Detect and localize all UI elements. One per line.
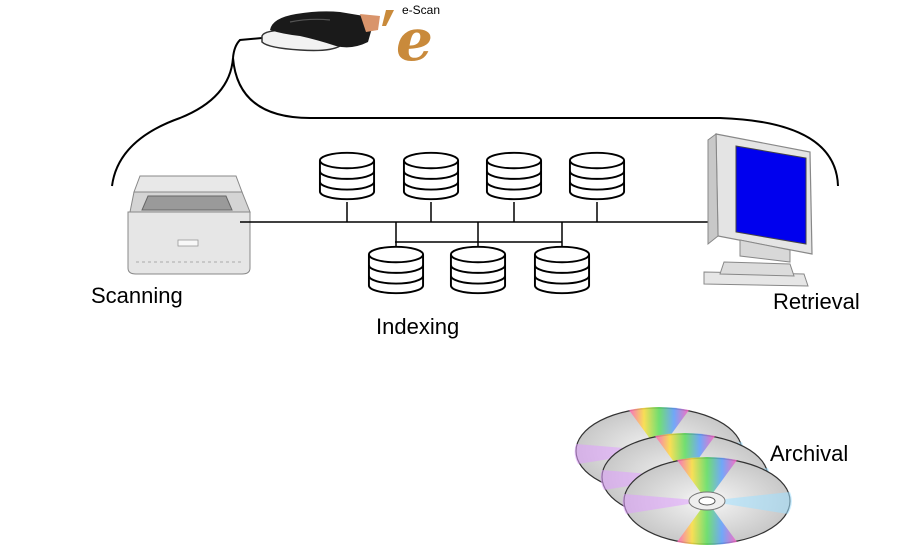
database-icon <box>449 245 507 295</box>
finger-highlight <box>289 18 331 23</box>
label-scanning: Scanning <box>91 283 183 308</box>
escan-logo: e e-Scan <box>261 3 440 74</box>
wrist-icon <box>360 14 380 32</box>
database-icon <box>402 151 460 201</box>
monitor-icon <box>703 133 813 287</box>
label-archival: Archival <box>770 441 848 466</box>
database-icon <box>568 151 626 201</box>
scanner-icon <box>127 175 251 275</box>
label-indexing: Indexing <box>376 314 459 339</box>
bracket-left-arm <box>111 57 234 187</box>
database-icon <box>485 151 543 201</box>
logo-wordmark: e-Scan <box>402 3 440 17</box>
hand-icon <box>270 11 372 48</box>
logo-connector-stem <box>232 37 263 59</box>
label-retrieval: Retrieval <box>773 289 860 314</box>
logo-letter: e <box>396 6 433 74</box>
database-icon <box>318 151 376 201</box>
network-lines <box>240 202 720 246</box>
logo-tick-mark <box>382 10 394 26</box>
database-icon <box>533 245 591 295</box>
bracket-right-arm <box>232 57 839 187</box>
disc-stack <box>574 406 792 546</box>
database-icon <box>367 245 425 295</box>
